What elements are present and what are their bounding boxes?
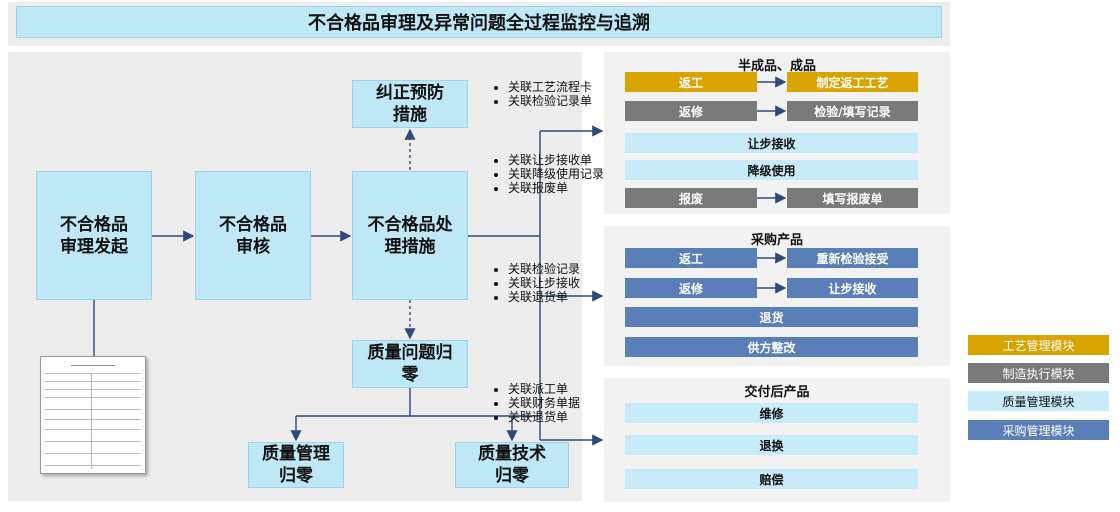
semi-concession: 让步接收 bbox=[625, 133, 918, 153]
page-title: 不合格品审理及异常问题全过程监控与追溯 bbox=[16, 6, 942, 38]
form-document-image bbox=[40, 356, 146, 474]
semi-scrap: 报废 bbox=[625, 188, 757, 208]
semi-rework: 返工 bbox=[625, 72, 757, 92]
note-item: 关联检验记录单 bbox=[508, 94, 612, 108]
legend-manufacturing: 制造执行模块 bbox=[968, 363, 1109, 383]
flow-mgmt-zero: 质量管理 归零 bbox=[248, 442, 344, 488]
semi-section-title: 半成品、成品 bbox=[737, 59, 816, 74]
notes-group-1: 关联工艺流程卡 关联检验记录单 bbox=[492, 80, 612, 108]
flow-initiate: 不合格品 审理发起 bbox=[36, 171, 152, 300]
flow-corrective: 纠正预防 措施 bbox=[352, 80, 468, 128]
flow-tech-zero: 质量技术 归零 bbox=[455, 442, 569, 488]
semi-scrap-target: 填写报废单 bbox=[787, 188, 918, 208]
notes-group-2: 关联让步接收单 关联降级使用记录 关联报废单 bbox=[492, 153, 622, 195]
note-item: 关联财务单据 bbox=[508, 396, 612, 410]
notes-group-4: 关联派工单 关联财务单据 关联退货单 bbox=[492, 382, 612, 424]
note-item: 关联降级使用记录 bbox=[508, 167, 622, 181]
note-item: 关联让步接收单 bbox=[508, 153, 622, 167]
purchase-return: 退货 bbox=[625, 307, 918, 327]
delivered-maintain: 维修 bbox=[625, 403, 918, 423]
delivered-section-title: 交付后产品 bbox=[744, 385, 810, 400]
flow-quality-zero: 质量问题归 零 bbox=[352, 340, 468, 388]
note-item: 关联退货单 bbox=[508, 410, 612, 424]
purchase-repair-target: 让步接收 bbox=[787, 278, 918, 298]
semi-repair: 返修 bbox=[625, 101, 757, 121]
semi-rework-target: 制定返工工艺 bbox=[787, 72, 918, 92]
note-item: 关联退货单 bbox=[508, 290, 612, 304]
legend-quality: 质量管理模块 bbox=[968, 391, 1109, 411]
note-item: 关联工艺流程卡 bbox=[508, 80, 612, 94]
flow-review: 不合格品 审核 bbox=[195, 171, 311, 300]
delivered-compensate: 赔偿 bbox=[625, 469, 918, 489]
purchase-section-title: 采购产品 bbox=[750, 233, 803, 248]
purchase-repair: 返修 bbox=[625, 278, 757, 298]
flow-disposal: 不合格品处 理措施 bbox=[352, 171, 468, 300]
purchase-supplier-rectify: 供方整改 bbox=[625, 337, 918, 357]
semi-repair-target: 检验/填写记录 bbox=[787, 101, 918, 121]
semi-downgrade: 降级使用 bbox=[625, 160, 918, 180]
notes-group-3: 关联检验记录 关联让步接收 关联退货单 bbox=[492, 262, 612, 304]
legend-purchase: 采购管理模块 bbox=[968, 420, 1109, 440]
legend-process: 工艺管理模块 bbox=[968, 335, 1109, 355]
purchase-rework-target: 重新检验接受 bbox=[787, 248, 918, 268]
delivered-exchange: 退换 bbox=[625, 435, 918, 455]
note-item: 关联报废单 bbox=[508, 181, 622, 195]
note-item: 关联让步接收 bbox=[508, 276, 612, 290]
note-item: 关联派工单 bbox=[508, 382, 612, 396]
note-item: 关联检验记录 bbox=[508, 262, 612, 276]
purchase-rework: 返工 bbox=[625, 248, 757, 268]
